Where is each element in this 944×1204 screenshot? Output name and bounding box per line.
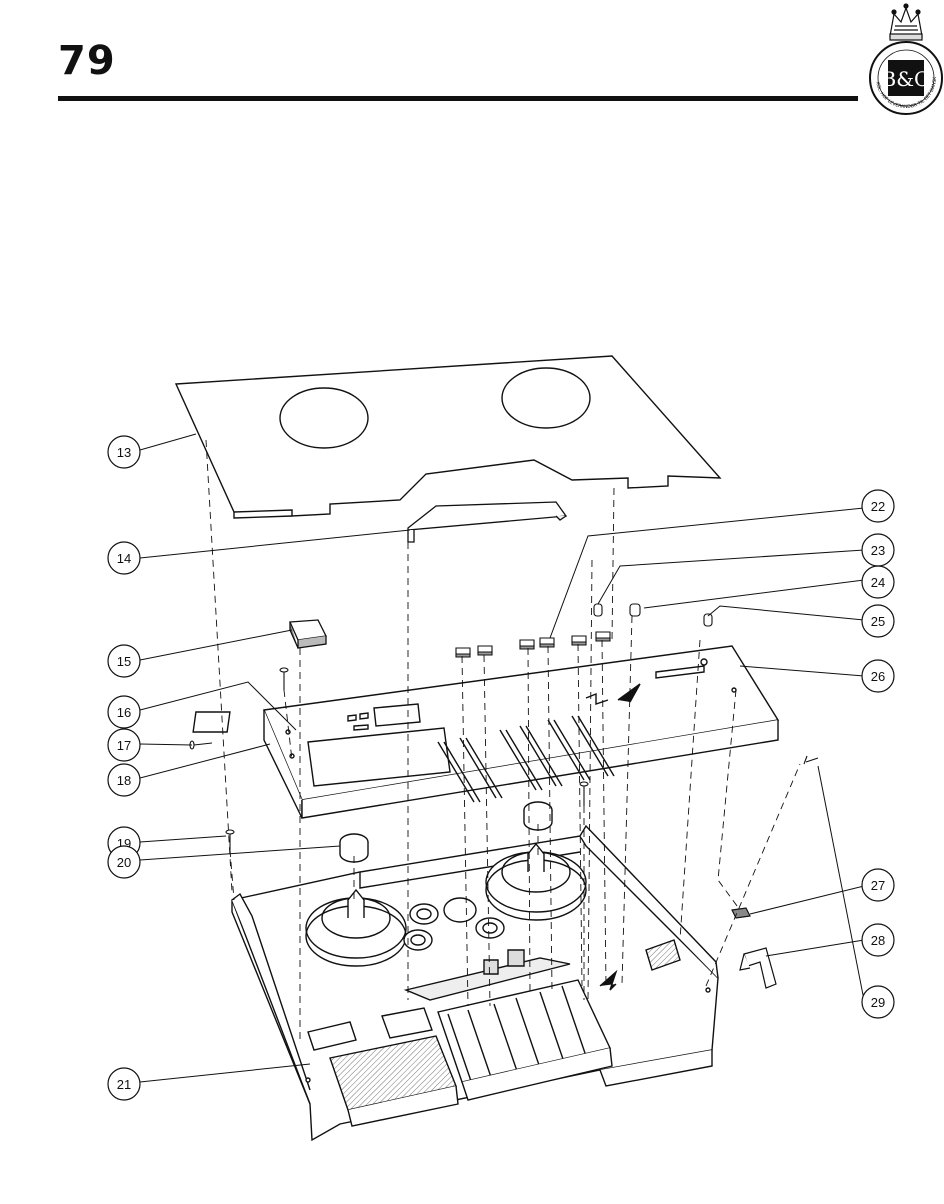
svg-text:14: 14: [117, 551, 131, 566]
callout-14: 14: [107, 541, 141, 575]
svg-text:25: 25: [871, 614, 885, 629]
svg-text:28: 28: [871, 933, 885, 948]
button-cap: [289, 619, 327, 649]
svg-text:16: 16: [117, 705, 131, 720]
callout-18: 18: [107, 763, 141, 797]
callout-29: 29: [861, 985, 895, 1019]
cover-plate: [174, 355, 722, 519]
callout-15: 15: [107, 644, 141, 678]
callout-22: 22: [861, 489, 895, 523]
leader-lines: [139, 433, 865, 1083]
callout-20: 20: [107, 845, 141, 879]
svg-text:15: 15: [117, 654, 131, 669]
callouts: 13 14 15 16 17 18 19 20 21 22 23 24 25 2…: [107, 435, 895, 1101]
callout-17: 17: [107, 728, 141, 762]
svg-text:18: 18: [117, 773, 131, 788]
svg-text:29: 29: [871, 995, 885, 1010]
svg-text:27: 27: [871, 878, 885, 893]
svg-text:22: 22: [871, 499, 885, 514]
svg-text:13: 13: [117, 445, 131, 460]
svg-text:26: 26: [871, 669, 885, 684]
cover-reel-opening-right: [501, 367, 591, 429]
knobs: [593, 603, 713, 627]
chassis: [231, 801, 719, 1142]
callout-25: 25: [861, 604, 895, 638]
page-number: 79: [58, 38, 116, 84]
callout-26: 26: [861, 659, 895, 693]
svg-text:20: 20: [117, 855, 131, 870]
callout-24: 24: [861, 565, 895, 599]
callout-16: 16: [107, 695, 141, 729]
callout-23: 23: [861, 533, 895, 567]
logo-letters: B&O: [882, 67, 931, 91]
crown-icon: [889, 3, 923, 41]
reel-hubs: [339, 801, 553, 863]
key-caps: [455, 631, 611, 658]
bracket-parts: [731, 907, 777, 989]
svg-text:17: 17: [117, 738, 131, 753]
callout-21: 21: [107, 1067, 141, 1101]
header-rule: [58, 96, 858, 101]
callout-27: 27: [861, 868, 895, 902]
head-cover: [407, 501, 568, 543]
callout-13: 13: [107, 435, 141, 469]
assembly-lines: [205, 439, 801, 1040]
callout-28: 28: [861, 923, 895, 957]
svg-text:23: 23: [871, 543, 885, 558]
cover-reel-opening-left: [279, 387, 369, 449]
svg-text:24: 24: [871, 575, 885, 590]
svg-text:21: 21: [117, 1077, 131, 1092]
control-panel: [192, 645, 780, 819]
bo-logo: B&O KGL. HOF LEVERANDØR TIL DET DANSKE H…: [868, 0, 943, 115]
